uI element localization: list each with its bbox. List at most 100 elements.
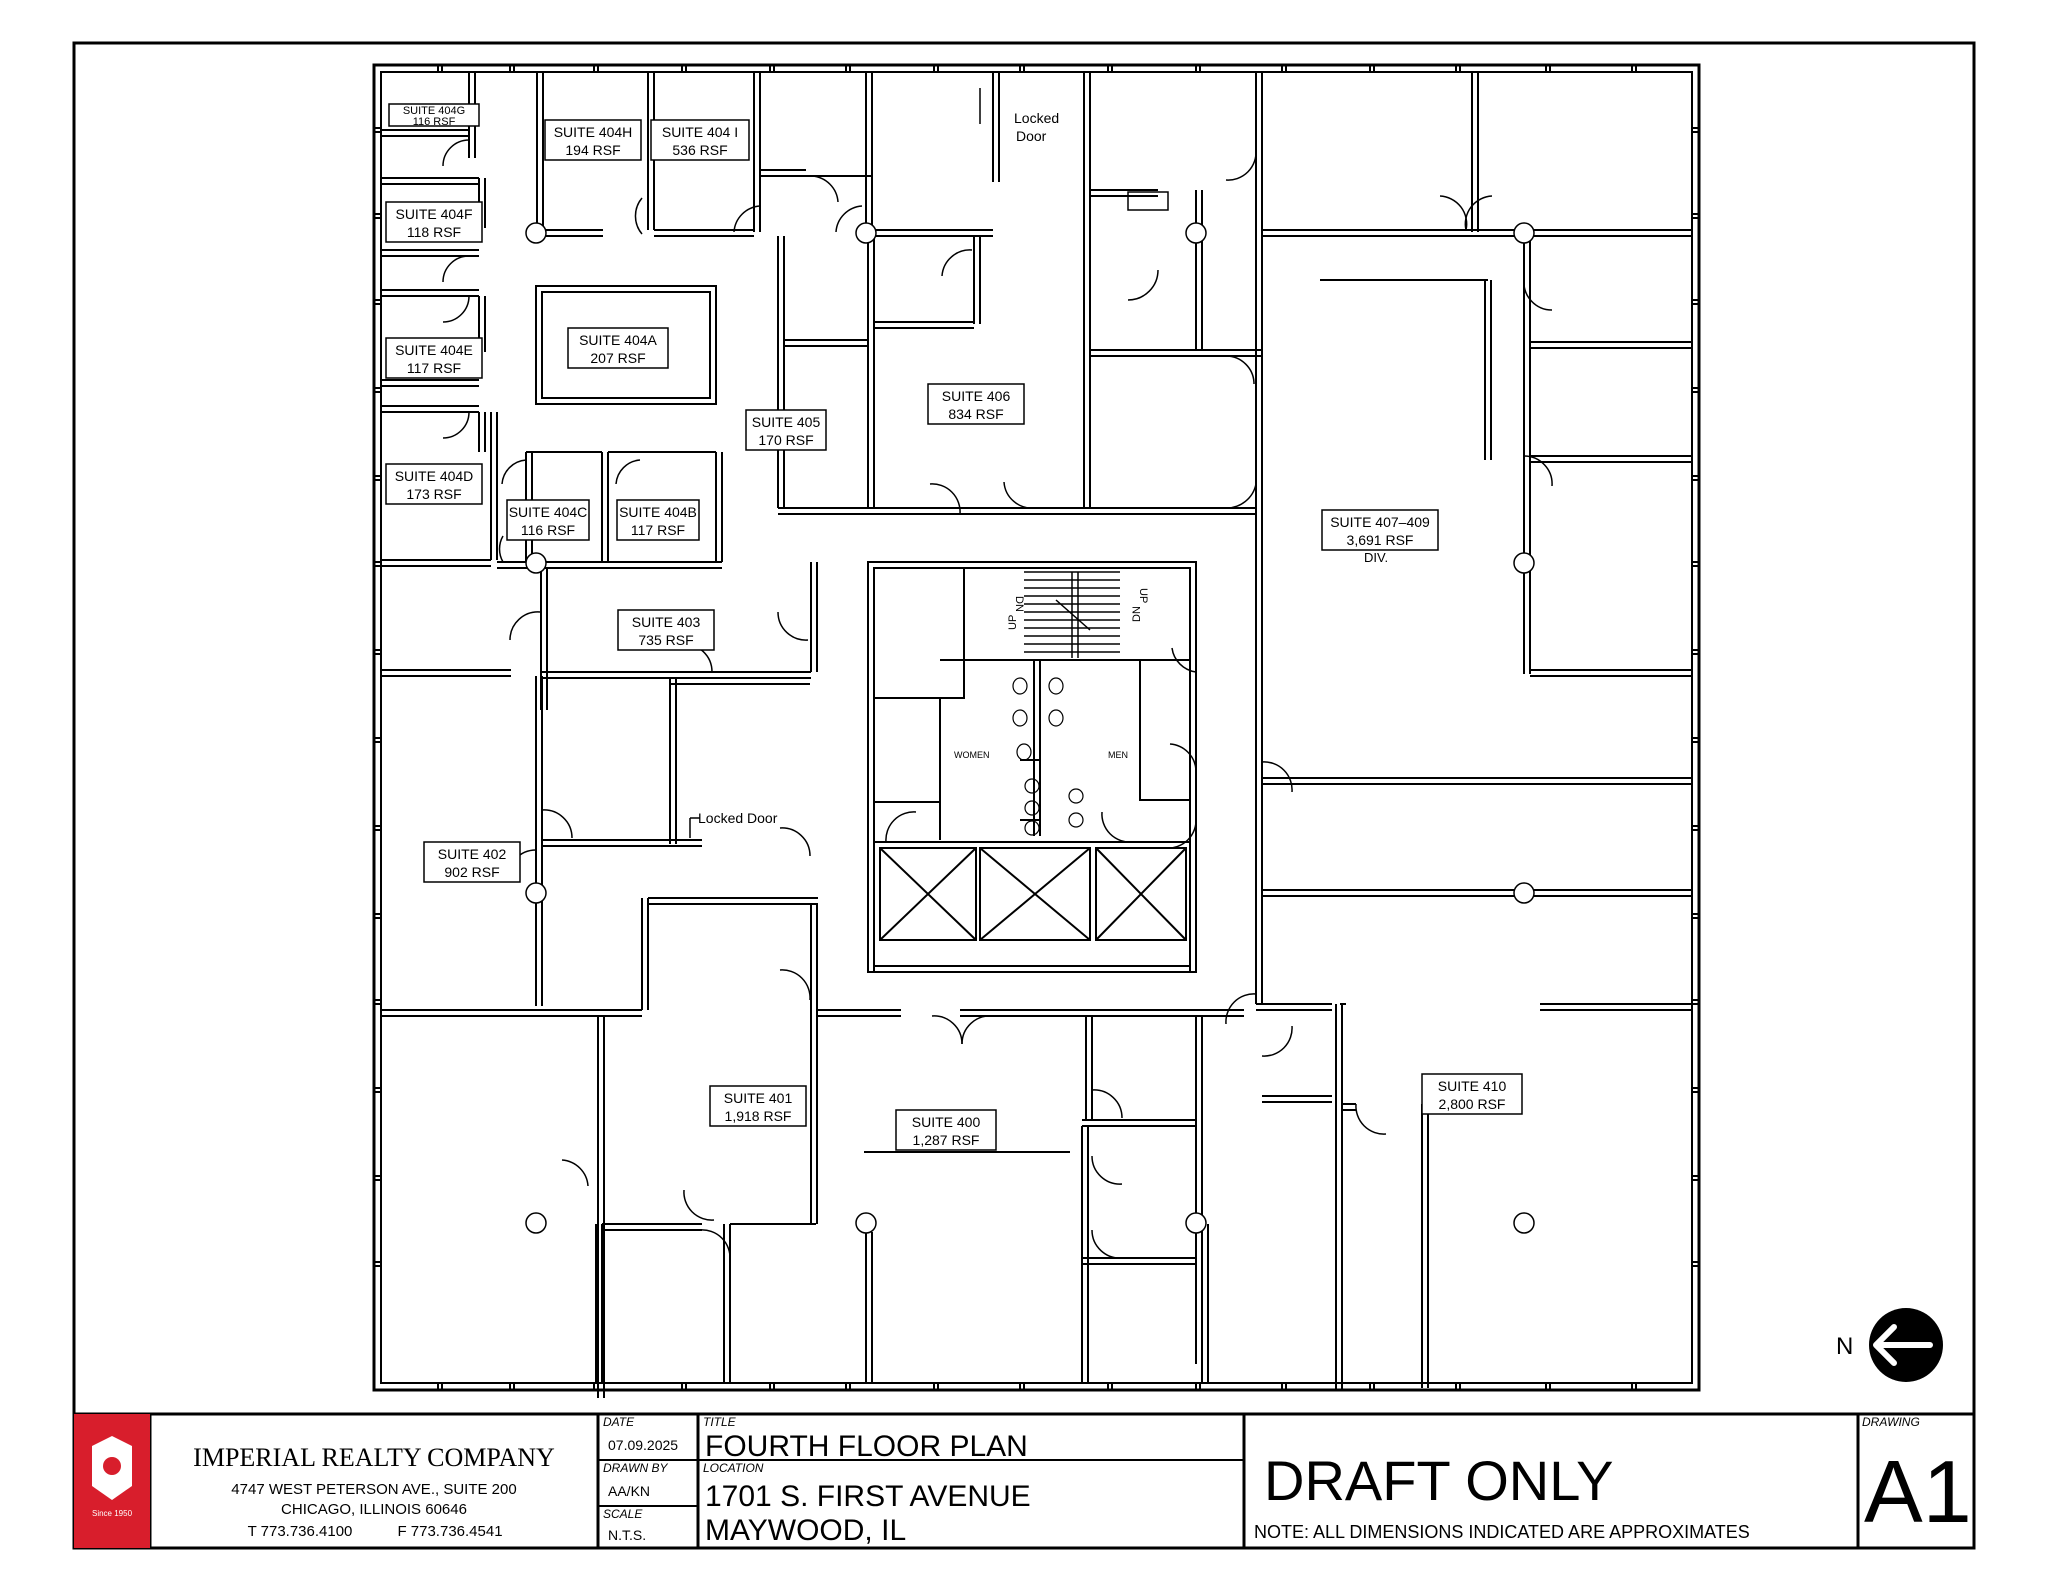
suite-name: SUITE 401 [724,1090,793,1106]
exterior-wall-inner [380,71,1693,1384]
floor-plan [372,63,1701,1398]
lower-left-walls [381,676,873,1398]
suite-label-box [1421,1073,1523,1115]
suite-label: SUITE 400 1,287 RSF [895,1109,997,1151]
suite-label-box [709,1085,807,1127]
stair-up-label-2: UP [1007,615,1019,630]
suite-rsf: 194 RSF [565,142,620,158]
suite-rsf: 2,800 RSF [1439,1096,1506,1112]
suite-label-box [385,201,483,243]
suite-label-box [506,499,590,541]
suite-name: SUITE 405 [752,414,821,430]
locked-door-note-mid: Locked Door [698,810,778,826]
date-label: DATE [603,1415,635,1429]
suite-label-box [745,409,827,451]
suite-rsf: 1,918 RSF [725,1108,792,1124]
suite-label-box [388,103,480,127]
suite-rsf: 173 RSF [406,486,461,502]
suite-rsf: 735 RSF [638,632,693,648]
suite-label-box [385,337,483,379]
men-label: MEN [1108,750,1128,760]
column-markers [525,222,1535,1234]
north-label: N [1836,1333,1853,1360]
locked-door-note-top-2: Door [1016,128,1047,144]
logo-crest [92,1436,132,1500]
suite-label-box [567,327,669,369]
suite-label: SUITE 410 2,800 RSF [1421,1073,1523,1115]
location-line2: MAYWOOD, IL [705,1514,906,1547]
suite-rsf: 170 RSF [758,432,813,448]
title-label: TITLE [703,1415,737,1429]
suite-name: SUITE 404C [509,504,588,520]
suite-label: SUITE 405 170 RSF [745,409,827,451]
suite-name: SUITE 406 [942,388,1011,404]
locked-door-note-top-1: Locked [1014,110,1059,126]
suite-label-box [895,1109,997,1151]
title-block [74,1412,1974,1548]
title-block-text: IMPERIAL REALTY COMPANY 4747 WEST PETERS… [193,1415,1971,1547]
suite-name: SUITE 400 [912,1114,981,1130]
suite-label-box [617,609,715,651]
suite-name: SUITE 404E [395,342,473,358]
lower-middle-walls [817,1009,1244,1384]
suite-label: SUITE 406 834 RSF [927,383,1025,425]
location-label: LOCATION [703,1461,764,1475]
suite-rsf: 207 RSF [590,350,645,366]
door-swings [442,139,1553,1261]
suite-name: SUITE 404A [579,332,657,348]
suite-rsf: 1,287 RSF [913,1132,980,1148]
suite-label-box [616,499,700,541]
title-value: FOURTH FLOOR PLAN [705,1430,1028,1463]
company-address: 4747 WEST PETERSON AVE., SUITE 200 [231,1481,516,1498]
suite-404-walls [381,72,1000,710]
plan-notes: Locked Door Locked Door DIV. WOMEN MEN D… [689,88,1388,838]
suite-label-box [927,383,1025,425]
company-fax: F 773.736.4541 [397,1523,502,1540]
kitchenette-sink [1127,191,1169,211]
north-arrow: N [1836,1308,1943,1382]
suite-name: SUITE 402 [438,846,507,862]
lower-right-walls [1255,742,1692,1390]
suite-label: SUITE 404H 194 RSF [544,119,642,161]
window-mullions [374,65,1699,1390]
women-label: WOMEN [954,750,990,760]
suite-label: SUITE 404D 173 RSF [385,463,483,505]
logo-since-text: Since 1950 [92,1509,133,1518]
suite-rsf: 3,691 RSF [1347,532,1414,548]
suite-name: SUITE 404G [403,105,465,117]
suite-rsf: 116 RSF [521,522,575,538]
suite-name: SUITE 410 [1438,1078,1507,1094]
scale-label: SCALE [603,1507,643,1521]
suite-rsf: 117 RSF [407,360,461,376]
elevator-2 [979,847,1091,941]
location-line1: 1701 S. FIRST AVENUE [705,1480,1031,1513]
suite-label-box [423,841,521,883]
suite-name: SUITE 404B [619,504,697,520]
div-note: DIV. [1364,550,1388,565]
drawing-number: A1 [1864,1442,1972,1541]
suite-name: SUITE 404H [554,124,633,140]
restroom-fixtures [1012,677,1084,836]
suite-label-box [385,463,483,505]
drawing-label: DRAWING [1862,1415,1920,1429]
draft-status: DRAFT ONLY [1264,1449,1614,1512]
scale-value: N.T.S. [608,1527,646,1543]
suite-rsf: 116 RSF [413,116,456,128]
drawn-by-label: DRAWN BY [603,1461,668,1475]
suite-rsf: 834 RSF [948,406,1003,422]
suite-rsf: 118 RSF [407,224,461,240]
company-phone: T 773.736.4100 [248,1523,353,1540]
suite-label-box [1321,509,1439,551]
suite-name: SUITE 404D [395,468,474,484]
stair [1024,571,1120,658]
suite-405-406-walls [777,72,1692,897]
suite-label-box [650,119,750,161]
